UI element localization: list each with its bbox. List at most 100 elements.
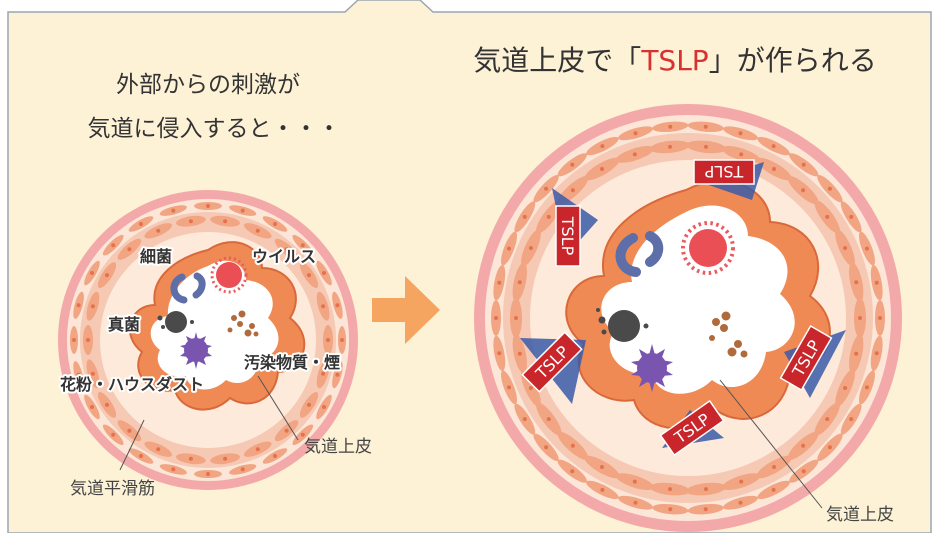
label-pollutants: 汚染物質・煙 <box>244 353 340 372</box>
muscle-cell-nucleus <box>340 338 344 342</box>
muscle-cell-nucleus <box>739 479 744 484</box>
muscle-cell-nucleus <box>600 144 605 149</box>
fungus-icon <box>157 311 194 333</box>
muscle-cell-nucleus <box>300 243 305 248</box>
muscle-cell-nucleus <box>223 456 228 461</box>
tslp-label: TSLP <box>558 216 577 256</box>
bacteria-icon <box>170 272 206 304</box>
right-epithelium-leader-line <box>719 379 823 509</box>
muscle-cell-nucleus <box>849 417 854 422</box>
muscle-cell-nucleus <box>668 507 673 512</box>
muscle-cell-nucleus <box>507 385 511 390</box>
muscle-cell-nucleus <box>335 372 340 377</box>
muscle-cell-nucleus <box>739 152 744 157</box>
muscle-cell-nucleus <box>497 351 502 356</box>
muscle-cell-nucleus <box>105 273 109 278</box>
muscle-cell-nucleus <box>858 316 862 320</box>
muscle-cell-nucleus <box>544 445 549 450</box>
pollutant-particles-icon <box>709 311 748 358</box>
pollen-icon <box>631 344 673 392</box>
muscle-cell-nucleus <box>307 402 311 407</box>
muscle-cell-nucleus <box>738 500 743 505</box>
muscle-cell-nucleus <box>206 204 210 208</box>
label-fungus: 真菌 <box>108 315 140 334</box>
muscle-cell-nucleus <box>546 214 551 219</box>
label-smooth-muscle: 気道平滑筋 <box>70 479 155 499</box>
right-airway-diagram: TSLP TSLP TSLP TSLP <box>474 104 902 532</box>
muscle-cell-nucleus <box>600 167 604 171</box>
muscle-cell-nucleus <box>127 428 132 433</box>
muscle-cell-nucleus <box>111 243 116 248</box>
muscle-cell-nucleus <box>772 465 776 469</box>
left-muscle-cells <box>70 202 346 478</box>
muscle-cell-nucleus <box>528 386 533 390</box>
muscle-cell-nucleus <box>321 371 326 376</box>
left-lumen <box>150 260 279 390</box>
muscle-cell-nucleus <box>632 479 637 484</box>
muscle-cell-nucleus <box>772 167 776 171</box>
muscle-cell-nucleus <box>854 280 859 285</box>
muscle-cell-nucleus <box>139 454 143 458</box>
muscle-cell-nucleus <box>326 338 330 342</box>
muscle-cell-nucleus <box>111 432 116 437</box>
muscle-cell-nucleus <box>633 500 638 505</box>
label-pollen-dust: 花粉・ハウスダスト <box>60 375 204 394</box>
left-heading-line2: 気道に侵入すると・・・ <box>88 116 341 142</box>
muscle-cell-nucleus <box>874 351 879 356</box>
muscle-cell-nucleus <box>633 131 638 136</box>
bacteria-icon <box>615 231 664 277</box>
muscle-cell-nucleus <box>849 214 854 219</box>
muscle-cell-nucleus <box>878 316 882 320</box>
muscle-cell-nucleus <box>517 351 522 356</box>
muscle-cell-nucleus <box>322 405 326 409</box>
muscle-cell-nucleus <box>874 280 879 285</box>
muscle-cell-nucleus <box>703 507 708 512</box>
label-bacteria: 細菌 <box>140 247 172 266</box>
muscle-cell-nucleus <box>72 338 76 342</box>
label-virus: ウイルス <box>252 247 316 266</box>
muscle-cell-nucleus <box>738 131 743 136</box>
muscle-cell-nucleus <box>76 372 81 377</box>
muscle-cell-nucleus <box>300 432 305 437</box>
muscle-cell-nucleus <box>668 124 673 129</box>
muscle-cell-nucleus <box>546 417 551 422</box>
muscle-cell-nucleus <box>600 487 605 492</box>
muscle-cell-nucleus <box>171 467 176 472</box>
label-left-epithelium: 気道上皮 <box>304 437 372 457</box>
muscle-cell-nucleus <box>507 246 511 251</box>
muscle-cell-nucleus <box>127 247 132 252</box>
muscle-cell-nucleus <box>801 162 806 167</box>
muscle-cell-nucleus <box>704 487 708 492</box>
muscle-cell-nucleus <box>544 186 549 191</box>
tslp-marker-upper-left: TSLP <box>552 188 598 267</box>
pollutant-particles-icon <box>227 310 259 337</box>
right-heading: 気道上皮で「TSLP」が作られる <box>473 44 876 77</box>
tslp-marker-right: TSLP <box>779 324 846 398</box>
muscle-cell-nucleus <box>843 386 848 390</box>
muscle-cell-nucleus <box>90 405 94 409</box>
muscle-cell-nucleus <box>570 162 575 167</box>
muscle-cell-nucleus <box>255 228 260 233</box>
muscle-cell-nucleus <box>865 246 869 251</box>
muscle-cell-nucleus <box>335 303 340 308</box>
muscle-cell-nucleus <box>570 443 575 448</box>
tslp-marker-top: TSLP <box>693 159 764 200</box>
muscle-cell-nucleus <box>514 316 518 320</box>
muscle-cell-nucleus <box>632 152 637 157</box>
muscle-cell-nucleus <box>156 228 161 233</box>
muscle-cell-nucleus <box>668 487 672 492</box>
left-airway-diagram <box>58 190 358 490</box>
label-right-epithelium: 気道上皮 <box>826 505 894 525</box>
muscle-cell-nucleus <box>497 280 502 285</box>
muscle-cell-nucleus <box>139 222 143 226</box>
muscle-cell-nucleus <box>284 247 289 252</box>
muscle-cell-nucleus <box>865 385 869 390</box>
muscle-cell-nucleus <box>171 208 176 213</box>
muscle-cell-nucleus <box>188 219 193 224</box>
muscle-cell-nucleus <box>223 219 228 224</box>
muscle-cell-nucleus <box>273 222 277 226</box>
smooth-muscle-leader-line <box>119 419 145 471</box>
muscle-cell-nucleus <box>801 469 806 474</box>
